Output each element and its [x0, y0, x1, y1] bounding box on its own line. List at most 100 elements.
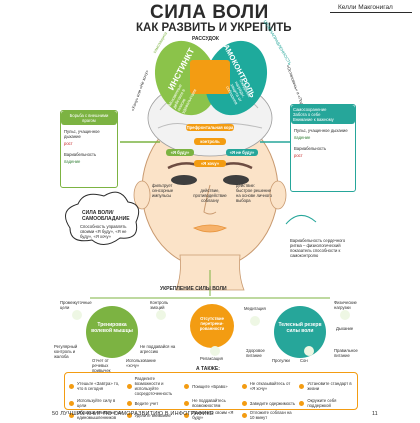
ear-left [133, 180, 151, 210]
center-tag [190, 60, 230, 94]
variability-curve [285, 215, 317, 225]
ear-right [269, 180, 287, 210]
eye-right [223, 175, 249, 185]
bullet-icon [126, 383, 132, 389]
left-item: Не поддавайся на агрессию [140, 344, 176, 354]
left-box-item1: Пульс, учащенное дыхание [64, 129, 100, 139]
willpower-cloud [65, 191, 140, 245]
also-item: Отложите соблазн на 10 минут [241, 410, 296, 420]
top-label: РАССУДОК [192, 36, 219, 42]
bubble-body-label: Телесный резерв силы воли [278, 322, 322, 334]
right-info-box: Самосохранение Забота о себе Внимание к … [290, 104, 356, 192]
right-box-item: Внимание к важному [293, 117, 334, 122]
nose [203, 184, 217, 215]
bubble-rest-label: Отсутствие перетрени-рованности [199, 316, 225, 331]
right-item: Дыхание [336, 326, 354, 331]
meditation-icon [250, 316, 260, 326]
left-item: Использование «хочу» [126, 358, 156, 368]
right-box-fall: падение [294, 135, 311, 140]
bullet-icon [299, 383, 305, 389]
bullet-icon [184, 383, 190, 389]
right-item: Сон [300, 358, 308, 363]
bullet-icon [241, 383, 247, 389]
exercise-icon [340, 310, 350, 320]
right-box-items: Самосохранение Забота о себе Внимание к … [291, 105, 355, 124]
bullet-icon [241, 400, 247, 406]
bullet-icon [69, 400, 74, 406]
relax-icon [210, 346, 220, 356]
page-subtitle: КАК РАЗВИТЬ И УКРЕПИТЬ [136, 22, 292, 34]
also-item: Разделите возможности и используйте соср… [126, 376, 181, 396]
middle-item: Релаксация [200, 356, 223, 361]
left-item: Отчет от речевых привычек [92, 358, 111, 373]
eye-tag-wont: «Я не буду» [226, 149, 258, 156]
left-info-box: Борьба с внешними врагом Пульс, учащенно… [60, 110, 118, 188]
also-item: Примените своим «Я буду» [184, 410, 238, 420]
right-item: Здоровое питание [246, 348, 265, 358]
right-item: Правильное питание [334, 348, 358, 358]
bubble-rest [190, 304, 234, 348]
right-box-item1: Пульс, учащенное дыхание [294, 128, 348, 133]
right-box-item: Забота о себе [293, 112, 321, 117]
left-box-fall: падение [64, 159, 81, 164]
cheek-right-text: действие: быстрое решение на основе личн… [236, 183, 272, 203]
also-item: Уделите внимание [126, 410, 181, 420]
bubble-body [274, 306, 326, 358]
also-item: Не поддавайтесь возможностям [184, 398, 238, 408]
also-box: Утешьте «Завтра» то, что в сегодня Разде… [64, 372, 358, 420]
lobe-instinct [154, 40, 218, 116]
bullet-icon [69, 412, 74, 418]
footer-text: 50 ЛУЧШИХ КНИГ ПО САМОРАЗВИТИЮ В ИНФОГРА… [52, 411, 214, 417]
left-item: Регулярный контроль и жалоба [54, 344, 78, 359]
also-item: Окружите себя поддержкой [299, 398, 353, 408]
also-item: Установите стандарт в жизни [299, 376, 353, 396]
bullet-icon [69, 383, 74, 389]
page-title: СИЛА ВОЛИ [150, 2, 269, 23]
eye-tag-want: «Я хочу» [194, 160, 226, 167]
cheek-center-text: действие, противодействие соблазну [193, 188, 227, 203]
variability-text: Вариабельность сердечного ритма – физиол… [290, 238, 346, 258]
also-item: Используйте силу в цели [69, 398, 123, 408]
prefrontal-tag: Префронтальная кора [186, 124, 234, 131]
left-item: Контроль эмоций [150, 300, 169, 310]
bullet-icon [184, 400, 190, 406]
also-item: Утешьте «Завтра» то, что в сегодня [69, 376, 123, 396]
right-box-item: Самосохранение [293, 107, 327, 112]
bullet-icon [126, 400, 132, 406]
eye-left [171, 175, 197, 185]
right-item: Прогулки [272, 358, 290, 363]
cheek-left-text: фильтрует сенсорные импульсы [152, 183, 174, 198]
willpower-desc: Способность управлять своими «Я буду», «… [80, 224, 127, 239]
eye-tag-will: «Я буду» [166, 149, 194, 156]
mouth [192, 224, 228, 233]
left-box-rise: рост [64, 141, 73, 146]
left-item: Промежуточные цели [60, 300, 92, 310]
bullet-icon [241, 412, 247, 418]
emotion-icon [156, 310, 166, 320]
also-item: Ведите учет [126, 398, 181, 408]
also-item: Заведите одержимость [241, 398, 296, 408]
page-number: 11 [372, 411, 378, 417]
also-item: Не отказывайтесь от «Я хочу» [241, 376, 296, 396]
also-title: А ТАКЖЕ: [196, 366, 220, 372]
author-name: Келли Макгонигал [338, 4, 393, 11]
bullet-icon [184, 412, 190, 418]
also-item: Поищите «Браво» [184, 376, 238, 396]
right-item: Медитация [244, 306, 266, 311]
target-icon [72, 310, 82, 320]
strengthen-title: УКРЕПЛЕНИЕ СИЛЫ ВОЛИ [160, 286, 227, 292]
bubble-training [86, 306, 138, 358]
sleep-icon [304, 346, 314, 356]
lobe-selfcontrol [204, 40, 268, 116]
also-item: Обратите внимание на единомышленников [69, 410, 123, 420]
bubble-training-label: Тренировка волевой мышцы [91, 322, 133, 334]
right-item: Физические нагрузки [334, 300, 357, 310]
bullet-icon [126, 412, 132, 418]
left-box-title: Борьба с внешними врагом [61, 111, 117, 125]
willpower-title: СИЛА ВОЛИ/ САМООБЛАДАНИЕ [82, 210, 130, 222]
left-box-item2: Вариабельность [64, 152, 97, 157]
control-tag: контроль [194, 138, 226, 145]
right-box-rise: рост [294, 153, 303, 158]
header-rule [330, 12, 412, 13]
right-box-item2: Вариабельность [294, 146, 327, 151]
